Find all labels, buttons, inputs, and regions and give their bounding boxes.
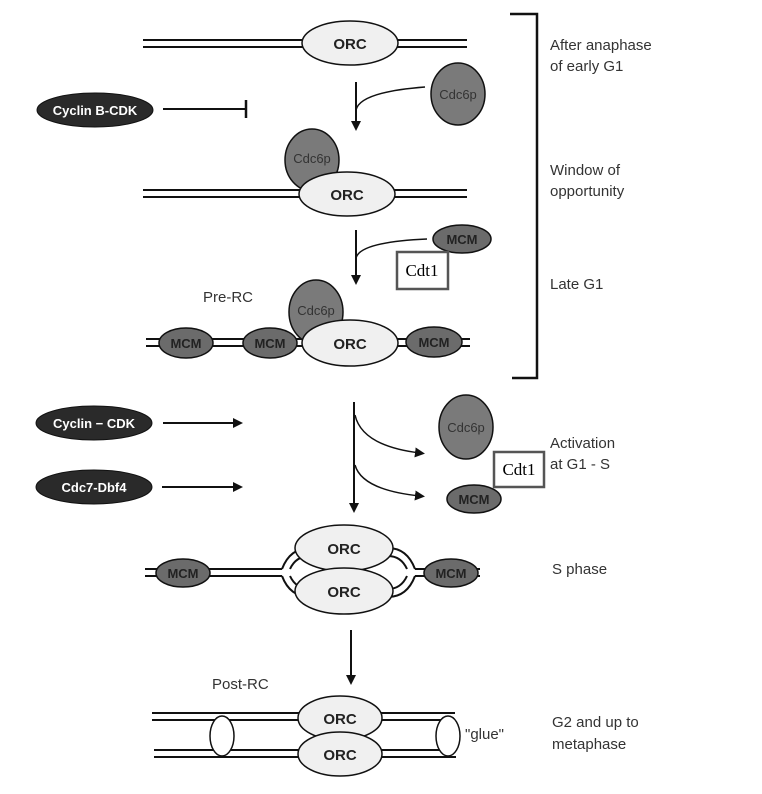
stage-orc-cdc6p: Cdc6p ORC — [143, 128, 467, 217]
cdc6p-label: Cdc6p — [297, 303, 335, 318]
mcm-label: MCM — [446, 232, 477, 247]
orc-complex — [297, 731, 383, 777]
arrow-origin-firing: Cdc6p MCM Cdt1 — [349, 394, 546, 514]
cdt1-label: Cdt1 — [405, 261, 438, 280]
cohesin-ring — [209, 715, 235, 757]
orc-label: ORC — [327, 541, 361, 558]
arrow-mcm-loading: MCM Cdt1 — [351, 224, 492, 291]
stage-s-phase: ORC ORC MCM MCM — [145, 524, 480, 615]
mcm-bound — [242, 327, 298, 359]
stage-pre-rc: Pre-RC Cdc6p MCM MCM ORC MCM — [146, 279, 470, 367]
cohesin-ring — [435, 715, 461, 757]
post-rc-label: Post-RC — [212, 676, 269, 693]
mcm-bound — [423, 558, 479, 588]
cyclin-cdk-activator: Cyclin − CDK — [35, 405, 243, 441]
cyclin-b-cdk-node — [36, 92, 154, 128]
orc-label: ORC — [323, 747, 357, 764]
cdc6p-label: Cdc6p — [439, 87, 477, 102]
orc-label: ORC — [323, 711, 357, 728]
cdc6p-label: Cdc6p — [293, 151, 331, 166]
stage-label-window: Window of opportunity — [550, 162, 625, 200]
mcm-label: MCM — [254, 336, 285, 351]
pre-rc-label: Pre-RC — [203, 289, 253, 306]
orc-complex — [294, 567, 394, 615]
orc-complex — [301, 319, 399, 367]
cyclin-cdk-node — [35, 405, 153, 441]
orc-label: ORC — [330, 187, 364, 204]
mcm-bound — [405, 326, 463, 358]
stage-label-s-phase: S phase — [552, 561, 607, 578]
cdt1-label: Cdt1 — [502, 460, 535, 479]
stage-orc-alone: ORC — [143, 20, 467, 66]
glue-label: "glue" — [465, 726, 504, 743]
mcm-label: MCM — [167, 566, 198, 581]
cyclin-b-cdk-inhibitor: Cyclin B-CDK — [36, 92, 248, 128]
g1-bracket — [510, 12, 539, 380]
orc-label: ORC — [333, 336, 367, 353]
stage-post-rc: Post-RC ORC ORC "glue" — [152, 676, 504, 777]
cdc7-dbf4-activator: Cdc7-Dbf4 — [35, 469, 243, 505]
mcm-label: MCM — [458, 492, 489, 507]
cyclin-cdk-label: Cyclin − CDK — [53, 416, 136, 431]
arrow-cdc6p-recruitment: Cdc6p — [351, 62, 486, 131]
stage-label-after-anaphase: After anaphase of early G1 — [550, 37, 656, 75]
cdc6p-label: Cdc6p — [447, 420, 485, 435]
cdt1-box — [492, 450, 546, 489]
orc-label: ORC — [327, 584, 361, 601]
mcm-bound — [158, 327, 214, 359]
stage-label-g2: G2 and up to metaphase — [552, 714, 643, 753]
cdc7-dbf4-node — [35, 469, 153, 505]
stage-label-late-g1: Late G1 — [550, 276, 603, 293]
mcm-free — [432, 224, 492, 254]
stage-label-activation: Activation at G1 - S — [550, 435, 619, 473]
mcm-released — [446, 484, 502, 514]
mcm-label: MCM — [170, 336, 201, 351]
orc-complex — [301, 20, 399, 66]
orc-complex — [298, 171, 396, 217]
cdc6p-free — [430, 62, 486, 126]
mcm-label: MCM — [435, 566, 466, 581]
cyclin-b-cdk-label: Cyclin B-CDK — [53, 103, 138, 118]
cdc6p-released — [438, 394, 494, 460]
cdt1-box — [395, 250, 450, 291]
mcm-label: MCM — [418, 335, 449, 350]
mcm-bound — [155, 558, 211, 588]
cdc7-dbf4-label: Cdc7-Dbf4 — [61, 480, 127, 495]
orc-label: ORC — [333, 36, 367, 53]
